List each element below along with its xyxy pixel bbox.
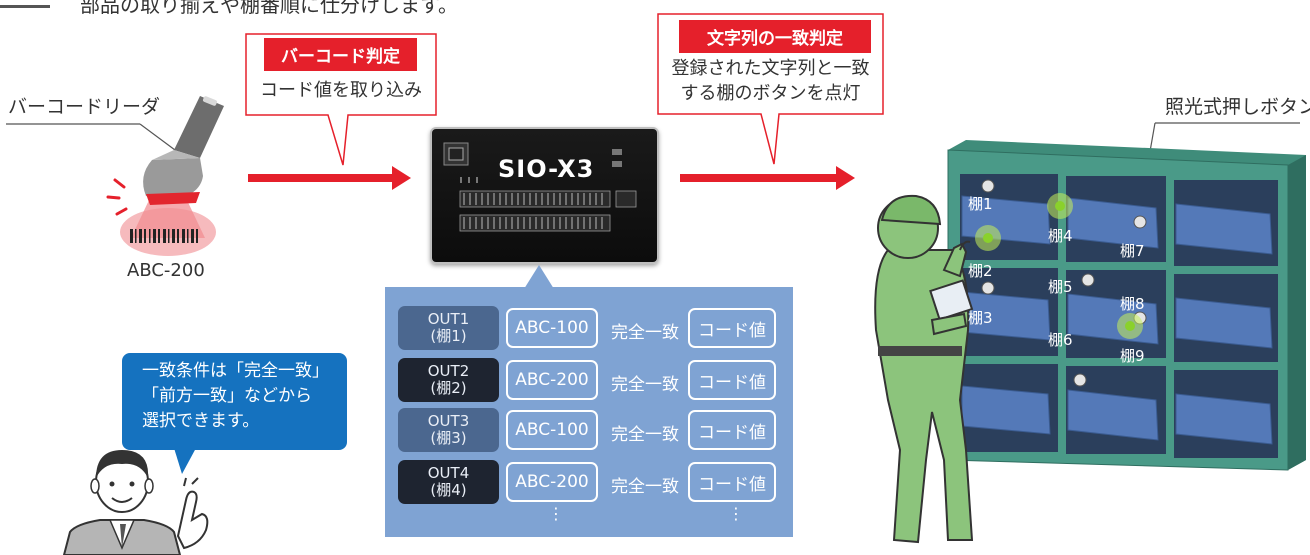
out-shelf: (棚3)	[430, 429, 467, 447]
code-value-cell: ABC-100	[506, 308, 598, 348]
bubble-line: 選択できます。	[142, 411, 260, 431]
shelf-label: 棚9	[1120, 347, 1145, 365]
top-caption-text: 部品の取り揃えや棚番順に仕分けします。	[80, 0, 458, 17]
table-row-out: OUT2 (棚2)	[398, 358, 499, 402]
shelf-label: 棚7	[1120, 242, 1145, 260]
table-row-out: OUT4 (棚4)	[398, 460, 499, 504]
arrow-right-icon	[248, 166, 411, 190]
barcode-reader-illustration	[6, 96, 224, 256]
code-value-cell: ABC-100	[506, 410, 598, 450]
out-label: OUT1	[427, 310, 470, 328]
drawers	[961, 195, 1273, 445]
shelf-label: 棚5	[1048, 278, 1073, 296]
more-rows-indicator: ⋮	[728, 504, 744, 523]
reader-label: バーコードリーダ	[8, 96, 161, 118]
match-condition: 完全一致	[611, 477, 679, 497]
code-value-cell: ABC-200	[506, 360, 598, 400]
match-condition: 完全一致	[611, 375, 679, 395]
reader-leader-line-2	[139, 123, 176, 151]
reader-code: ABC-200	[127, 260, 205, 281]
device-details	[443, 142, 637, 232]
laser-beam	[131, 198, 205, 238]
step2-line1: 登録された文字列と一致	[671, 58, 870, 79]
table-row-out: OUT1 (棚1)	[398, 306, 499, 350]
code-value-cell: ABC-200	[506, 462, 598, 502]
worker-icon	[874, 194, 974, 544]
shelf-label: 棚1	[968, 195, 993, 213]
out-shelf: (棚4)	[430, 481, 467, 499]
arrow-right-icon-2	[680, 166, 855, 190]
bubble-tail	[174, 448, 196, 474]
code-type-cell: コード値	[688, 360, 776, 400]
clipboard-icon	[929, 279, 974, 321]
bubble-line: 「前方一致」などから	[142, 386, 312, 406]
buttons-label: 照光式押しボタン	[1165, 96, 1310, 118]
barcode-icon	[130, 229, 198, 243]
scanner-icon	[143, 96, 224, 205]
table-row-out: OUT3 (棚3)	[398, 408, 499, 452]
device-name: SIO-X3	[498, 155, 595, 183]
caption-mark	[0, 5, 50, 8]
out-label: OUT2	[427, 362, 470, 380]
step2-tag: 文字列の一致判定	[679, 20, 871, 53]
step1-tag: バーコード判定	[264, 38, 417, 71]
lit-button-icon	[1055, 201, 1065, 211]
speech-bubble: 一致条件は「完全一致」 「前方一致」などから 選択できます。	[122, 353, 347, 450]
out-shelf: (棚2)	[430, 379, 467, 397]
out-label: OUT3	[427, 412, 470, 430]
step2-line2: する棚のボタンを点灯	[680, 83, 861, 104]
person-icon	[62, 450, 209, 555]
panel-pointer	[524, 265, 554, 289]
match-condition: 完全一致	[611, 425, 679, 445]
top-caption: 部品の取り揃えや棚番順に仕分けします。	[0, 0, 458, 18]
step1-text: コード値を取り込み	[260, 80, 422, 101]
sparkle-icon	[106, 178, 128, 216]
shelf-label: 棚6	[1048, 331, 1073, 349]
shelf-illustration	[874, 122, 1306, 544]
out-shelf: (棚1)	[430, 327, 467, 345]
shelf-label: 棚4	[1048, 227, 1073, 245]
shelf-label: 棚8	[1120, 295, 1145, 313]
out-label: OUT4	[427, 464, 470, 482]
shelf-label: 棚2	[968, 262, 993, 280]
code-type-cell: コード値	[688, 308, 776, 348]
more-rows-indicator: ⋮	[548, 504, 564, 523]
match-condition: 完全一致	[611, 323, 679, 343]
bubble-line: 一致条件は「完全一致」	[142, 361, 329, 381]
code-type-cell: コード値	[688, 410, 776, 450]
code-type-cell: コード値	[688, 462, 776, 502]
shelf-label: 棚3	[968, 309, 993, 327]
